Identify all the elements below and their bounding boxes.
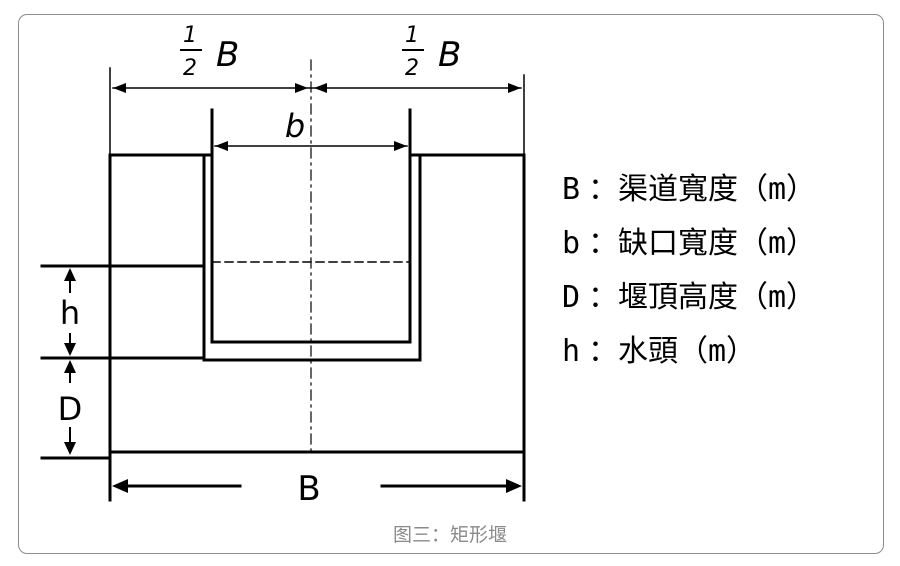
- legend-text: 水頭（m）: [618, 334, 757, 369]
- channel-width-label: B: [297, 469, 320, 509]
- half-b-left-denominator: 2: [183, 56, 197, 81]
- legend-item-crest-height: D：堰頂高度（m）: [562, 278, 882, 332]
- half-b-left-numerator: 1: [183, 23, 197, 48]
- half-b-left-variable: B: [216, 35, 239, 75]
- legend-separator: ：: [588, 172, 618, 207]
- legend-text: 堰頂高度（m）: [618, 280, 817, 315]
- legend-text: 缺口寬度（m）: [618, 226, 817, 261]
- legend-separator: ：: [588, 226, 618, 261]
- notch-width-label: b: [285, 107, 305, 145]
- legend-symbol: B: [562, 172, 581, 207]
- legend-text: 渠道寬度（m）: [618, 172, 817, 207]
- head-label: h: [60, 294, 80, 332]
- half-b-right-denominator: 2: [405, 56, 419, 81]
- figure-frame: [18, 14, 884, 554]
- half-b-right-variable: B: [438, 35, 461, 75]
- notch-inner-edge: [210, 108, 412, 344]
- figure-caption: 图三：矩形堰: [392, 524, 507, 546]
- legend-symbol: h: [562, 334, 581, 369]
- legend-item-channel-width: B：渠道寬度（m）: [562, 170, 882, 224]
- legend-separator: ：: [588, 280, 618, 315]
- crest-height-label: D: [58, 390, 83, 428]
- legend: B：渠道寬度（m） b：缺口寬度（m） D：堰頂高度（m） h：水頭（m）: [562, 170, 882, 386]
- half-b-right-numerator: 1: [405, 23, 419, 48]
- legend-symbol: b: [562, 226, 581, 261]
- legend-symbol: D: [562, 280, 581, 315]
- notch-outer-edge: [202, 153, 422, 362]
- legend-item-notch-width: b：缺口寬度（m）: [562, 224, 882, 278]
- legend-separator: ：: [588, 334, 618, 369]
- legend-item-head: h：水頭（m）: [562, 332, 882, 386]
